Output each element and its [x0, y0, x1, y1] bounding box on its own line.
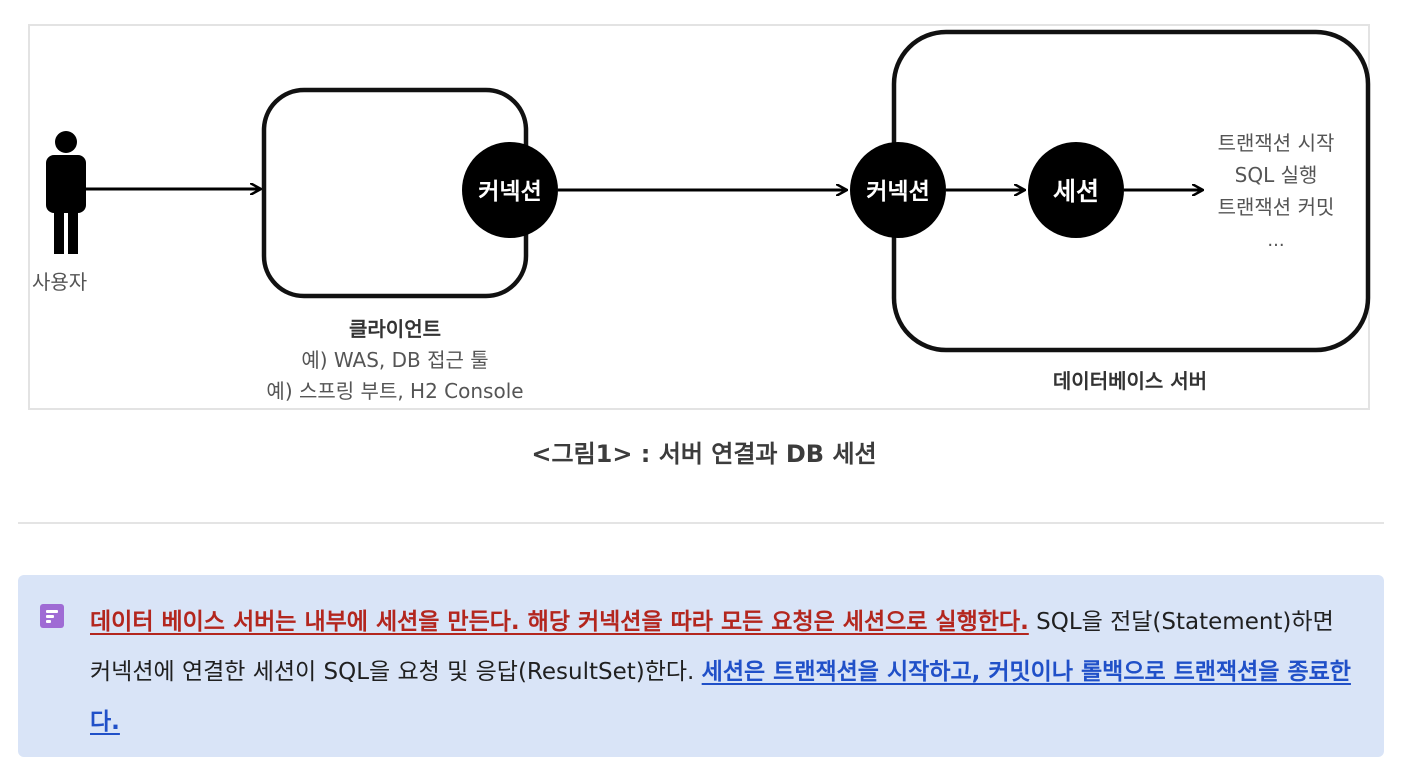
callout-plain-text: SQL을 전달(Statement)하면 커넥션에 연결한 세션이 SQL을 요… [90, 609, 1334, 685]
db-session-diagram: 사용자 커넥션 클라이언트 예) WAS, DB 접근 툴 예) 스프링 부트,… [32, 29, 1371, 403]
callout-highlight-blue: 세션은 트랜잭션을 시작하고, 커밋이나 롤백으로 트랜잭션을 종료한다. [90, 659, 1351, 735]
user-label: 사용자 [32, 270, 87, 294]
callout-box: 데이터 베이스 서버는 내부에 세션을 만든다. 해당 커넥션을 따라 모든 요… [18, 575, 1384, 757]
client-example-1: 예) WAS, DB 접근 툴 [301, 348, 488, 372]
session-label: 세션 [1053, 177, 1099, 206]
divider [18, 522, 1384, 524]
client-title: 클라이언트 [349, 317, 441, 341]
session-node [1028, 142, 1124, 238]
document-icon [40, 604, 64, 628]
figure-frame: 사용자 커넥션 클라이언트 예) WAS, DB 접근 툴 예) 스프링 부트,… [28, 24, 1371, 410]
client-connection-node [462, 142, 558, 238]
client-connection-label: 커넥션 [478, 179, 541, 205]
database-server-title: 데이터베이스 서버 [1053, 369, 1207, 393]
db-connection-label: 커넥션 [866, 179, 929, 205]
user-icon [46, 131, 86, 254]
callout-text: 데이터 베이스 서버는 내부에 세션을 만든다. 해당 커넥션을 따라 모든 요… [90, 597, 1360, 747]
figure-caption: <그림1> : 서버 연결과 DB 세션 [531, 440, 877, 468]
session-action-4: ... [1267, 230, 1284, 251]
session-action-2: SQL 실행 [1235, 163, 1318, 187]
callout-highlight-red: 데이터 베이스 서버는 내부에 세션을 만든다. 해당 커넥션을 따라 모든 요… [90, 609, 1029, 635]
client-example-2: 예) 스프링 부트, H2 Console [266, 379, 523, 403]
session-action-1: 트랜잭션 시작 [1218, 131, 1335, 155]
session-action-3: 트랜잭션 커밋 [1218, 195, 1335, 219]
db-connection-node [850, 142, 946, 238]
